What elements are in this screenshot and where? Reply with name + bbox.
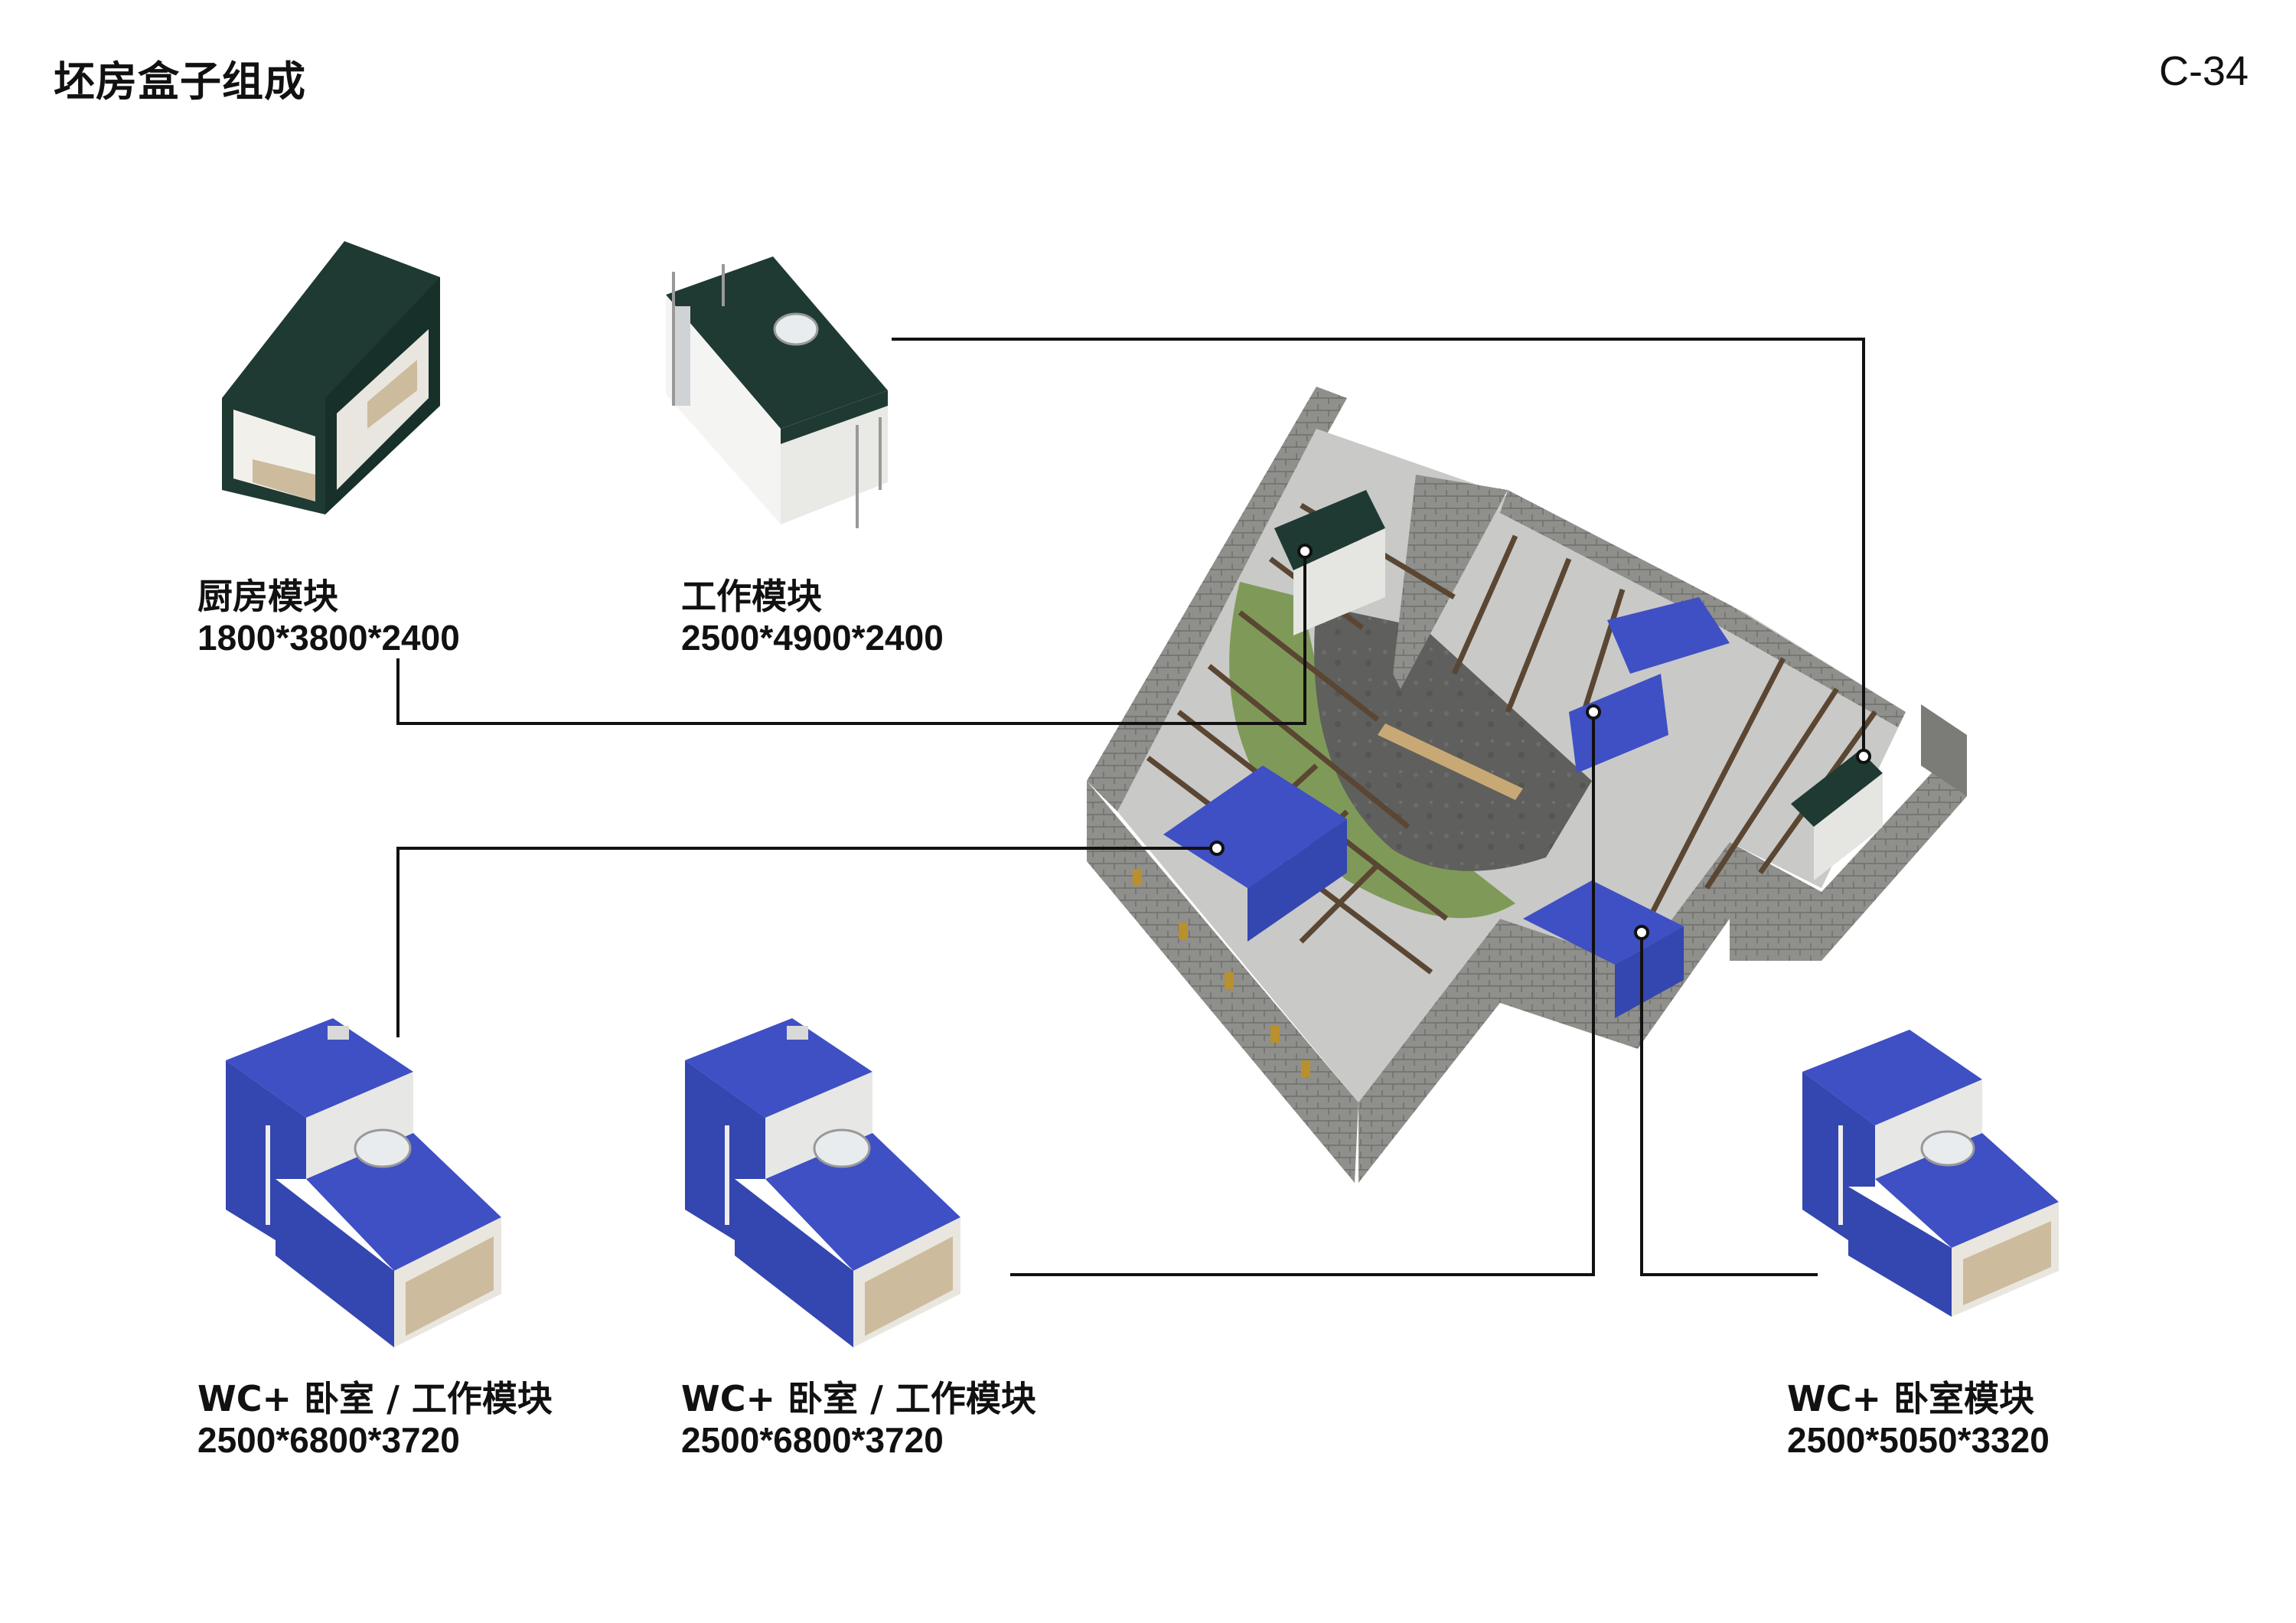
wc-bed-module-illustration [1802,1030,2059,1317]
work-module-label: 工作模块 2500*4900*2400 [681,576,944,658]
wc-bed-work-module-2-illustration [685,1018,960,1347]
module-name: WC+ 卧室 / 工作模块 [681,1378,1036,1419]
module-name: WC+ 卧室 / 工作模块 [197,1378,553,1419]
page-number: C-34 [2158,48,2249,94]
wc-bed-work-module-1-illustration [226,1018,501,1347]
module-name: WC+ 卧室模块 [1787,1378,2035,1419]
module-dimensions: 2500*6800*3720 [197,1420,460,1460]
module-dimensions: 1800*3800*2400 [197,618,460,658]
work-module-illustration [666,256,888,528]
wc-bed-work-module-2-label: WC+ 卧室 / 工作模块 2500*6800*3720 [681,1378,1036,1461]
wc-bed-module-label: WC+ 卧室模块 2500*5050*3320 [1787,1378,2050,1461]
connector-lines [396,338,1865,1276]
module-name: 工作模块 [681,576,822,617]
module-dimensions: 2500*5050*3320 [1787,1420,2050,1460]
kitchen-module-illustration [222,241,440,514]
kitchen-module-label: 厨房模块 1800*3800*2400 [197,576,460,658]
module-dimensions: 2500*6800*3720 [681,1420,944,1460]
module-name: 厨房模块 [197,576,338,617]
connector-dots [1209,544,1871,940]
page-title: 坯房盒子组成 [54,57,306,106]
building-aerial-model [1087,387,1967,1183]
wc-bed-work-module-1-label: WC+ 卧室 / 工作模块 2500*6800*3720 [197,1378,553,1461]
module-dimensions: 2500*4900*2400 [681,618,944,658]
